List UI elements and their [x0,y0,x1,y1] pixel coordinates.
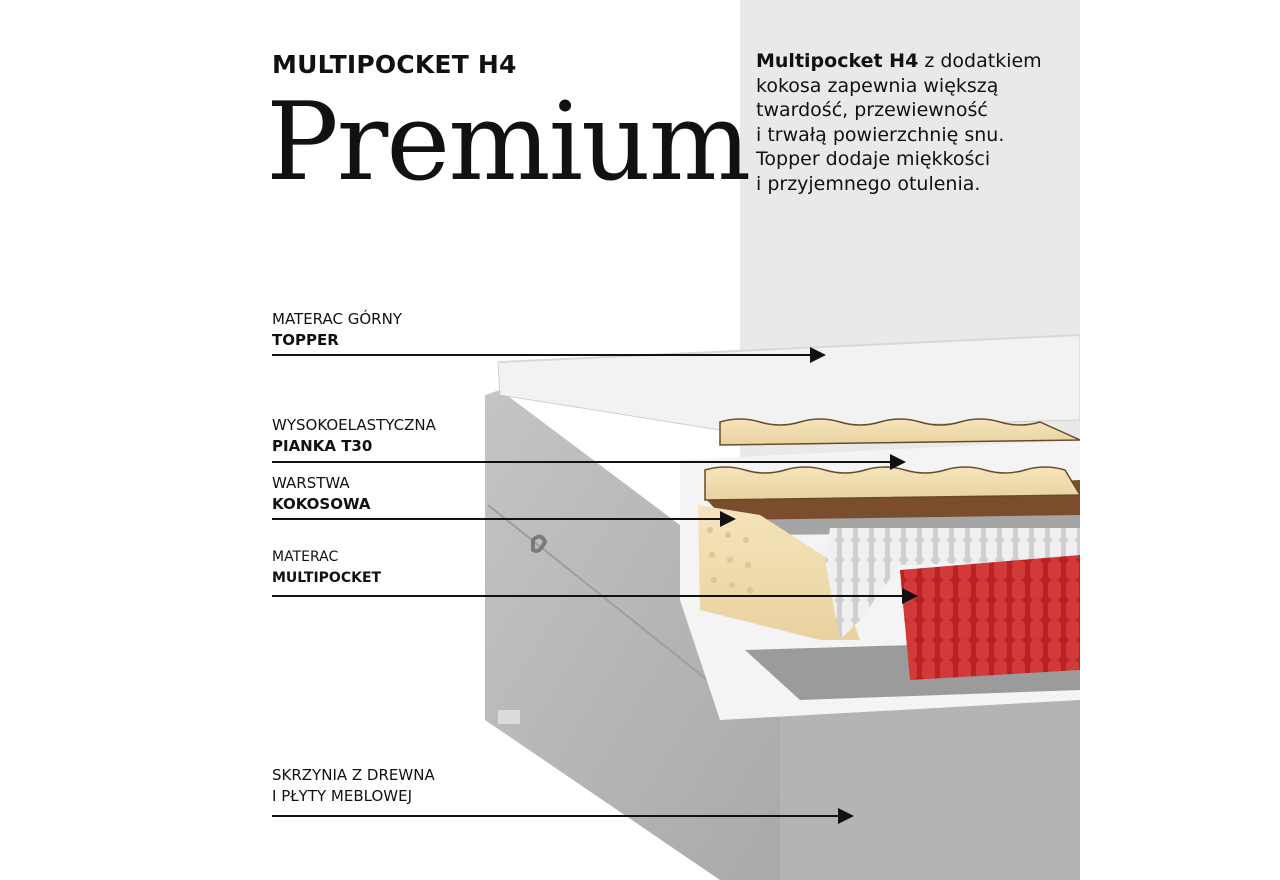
layer-label-foam: WYSOKOELASTYCZNA PIANKA T30 [272,416,436,455]
arrow-icon [902,588,918,604]
description-bold: Multipocket H4 [756,50,919,72]
storage-handle [531,534,548,553]
product-subtitle: MULTIPOCKET H4 [272,50,517,79]
pointer-line-multipocket [272,595,904,597]
layer-label-topper: MATERAC GÓRNY TOPPER [272,310,402,349]
topper-foam-edge [719,418,1080,446]
layer-label-coconut: WARSTWA KOKOSOWA [272,474,371,513]
infographic-canvas: MULTIPOCKET H4 Premium Multipocket H4 z … [200,0,1080,880]
bed-box-side [485,390,780,880]
arrow-icon [890,454,906,470]
pointer-line-topper [272,354,812,356]
arrow-icon [720,511,736,527]
product-title: Premium [266,80,751,205]
pointer-line-box [272,815,840,817]
pointer-line-foam [272,461,892,463]
pocket-springs-red [900,555,1080,680]
pocket-springs-white [825,528,1080,640]
foam-edge-block [698,505,860,640]
bed-foot [498,710,520,724]
arrow-icon [838,808,854,824]
layer-label-multipocket: MATERAC MULTIPOCKET [272,549,382,586]
pointer-line-coconut [272,518,722,520]
layer-label-box: SKRZYNIA Z DREWNA I PŁYTY MEBLOWEJ [272,766,435,805]
product-description: Multipocket H4 z dodatkiem kokosa zapewn… [756,50,1042,195]
arrow-icon [810,347,826,363]
mattress-cross-section-illustration [485,334,1080,880]
